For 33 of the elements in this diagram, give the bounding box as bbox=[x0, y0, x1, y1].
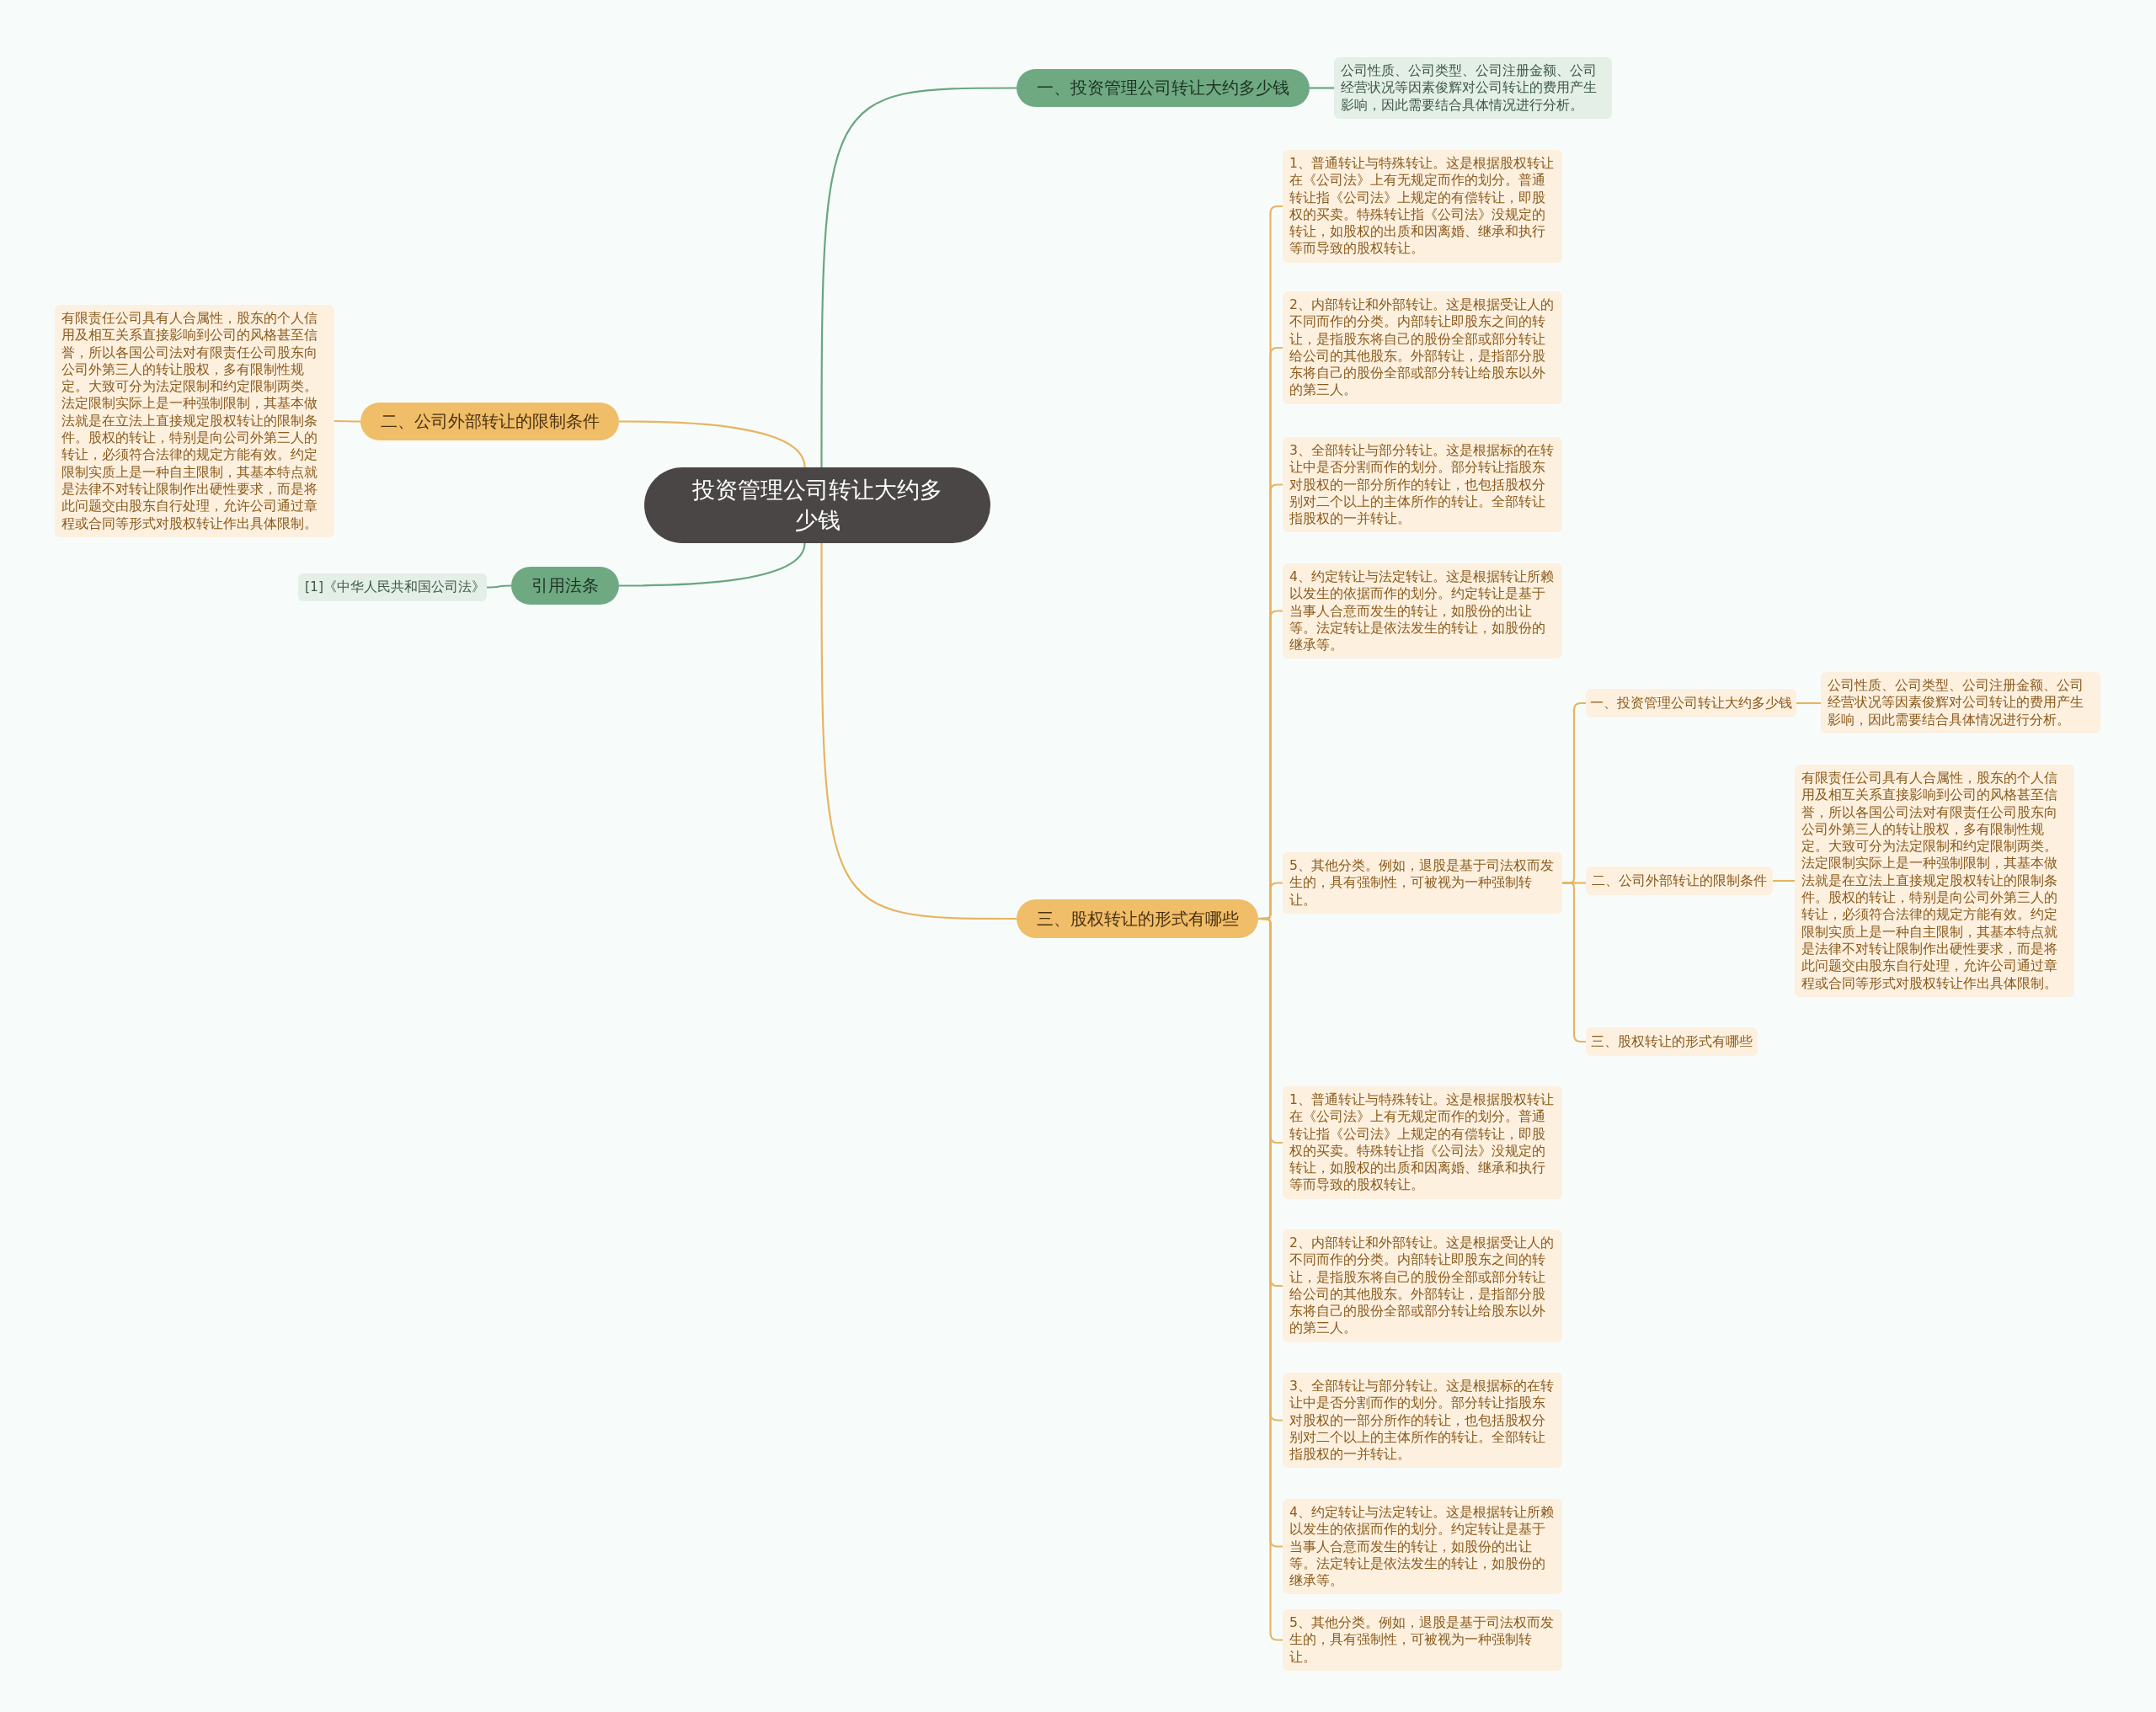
note-box: 5、其他分类。例如，退股是基于司法权而发生的，具有强制性，可被视为一种强制转让。 bbox=[1283, 1609, 1562, 1671]
connector bbox=[1310, 87, 1334, 89]
connector bbox=[820, 543, 1017, 920]
note-box: 4、约定转让与法定转让。这是根据转让所赖以发生的依据而作的划分。约定转让是基于当事人合意而发生的转让，如股份的出让等。法定转让是依法发生的转让，如股份的继承等。 bbox=[1283, 1499, 1562, 1595]
note-box: 公司性质、公司类型、公司注册金额、公司经营状况等因素俊辉对公司转让的费用产生影响，因此需要结合具体情况进行分析。 bbox=[1821, 672, 2100, 733]
note-box: 3、全部转让与部分转让。这是根据标的在转让中是否分割而作的划分。部分转让指股东对股权的一部分所作的转让，也包括股权分别对二个以上的主体所作的转让。全部转让指股权的一并转让。 bbox=[1283, 1373, 1562, 1469]
note-box: 1、普通转让与特殊转让。这是根据股权转让在《公司法》上有无规定而作的划分。普通转让指《公司法》上规定的有偿转让，即股权的买卖。特殊转让指《公司法》没规定的转让，如股权的出质和因离婚、继承和执行等而导致的股权转让。 bbox=[1283, 150, 1562, 263]
note-box: 4、约定转让与法定转让。这是根据转让所赖以发生的依据而作的划分。约定转让是基于当事人合意而发生的转让，如股份的出让等。法定转让是依法发生的转让，如股份的继承等。 bbox=[1283, 563, 1562, 659]
connector bbox=[619, 542, 806, 587]
connector bbox=[619, 420, 806, 468]
note-box: 1、普通转让与特殊转让。这是根据股权转让在《公司法》上有无规定而作的划分。普通转让指《公司法》上规定的有偿转让，即股权的买卖。特殊转让指《公司法》没规定的转让，如股权的出质和因离婚、继承和执行等而导致的股权转让。 bbox=[1283, 1086, 1562, 1199]
topic-pill: 三、股权转让的形式有哪些 bbox=[1017, 899, 1258, 938]
note-box: 3、全部转让与部分转让。这是根据标的在转让中是否分割而作的划分。部分转让指股东对股权的一部分所作的转让，也包括股权分别对二个以上的主体所作的转让。全部转让指股权的一并转让。 bbox=[1283, 437, 1562, 533]
topic-pill: 二、公司外部转让的限制条件 bbox=[360, 403, 619, 440]
connector bbox=[487, 584, 511, 589]
citation-box: [1]《中华人民共和国公司法》 bbox=[298, 573, 487, 601]
subtopic-box: 三、股权转让的形式有哪些 bbox=[1586, 1027, 1758, 1056]
subtopic-box: 二、公司外部转让的限制条件 bbox=[1586, 867, 1773, 895]
note-box: 有限责任公司具有人合属性，股东的个人信用及相互关系直接影响到公司的风格甚至信誉，所以各国公司法对有限责任公司股东向公司外第三人的转让股权，多有限制性规定。大致可分为法定限制和约定限制两类。法定限制实际上是一种强制限制，其基本做法就是在立法上直接规定股权转让的限制条件。股权的转让，特别是向公司外第三人的转让，必须符合法律的规定方能有效。约定限制实质上是一种自主限制，其基本特点就是法律不对转让限制作出硬性要求，而是将此问题交由股东自行处理，允许公司通过章程或合同等形式对股权转让作出具体限制。 bbox=[55, 305, 334, 537]
topic-pill: 引用法条 bbox=[511, 567, 619, 605]
note-box: 公司性质、公司类型、公司注册金额、公司经营状况等因素俊辉对公司转让的费用产生影响，因此需要结合具体情况进行分析。 bbox=[1334, 57, 1612, 119]
note-box: 有限责任公司具有人合属性，股东的个人信用及相互关系直接影响到公司的风格甚至信誉，所以各国公司法对有限责任公司股东向公司外第三人的转让股权，多有限制性规定。大致可分为法定限制和约定限制两类。法定限制实际上是一种强制限制，其基本做法就是在立法上直接规定股权转让的限制条件。股权的转让，特别是向公司外第三人的转让，必须符合法律的规定方能有效。约定限制实质上是一种自主限制，其基本特点就是法律不对转让限制作出硬性要求，而是将此问题交由股东自行处理，允许公司通过章程或合同等形式对股权转让作出具体限制。 bbox=[1795, 765, 2074, 997]
connector bbox=[1773, 879, 1795, 883]
topic-pill: 一、投资管理公司转让大约多少钱 bbox=[1017, 69, 1310, 107]
connector bbox=[820, 87, 1017, 467]
connector bbox=[1257, 917, 1283, 1641]
subtopic-box: 一、投资管理公司转让大约多少钱 bbox=[1586, 689, 1796, 717]
connector bbox=[1796, 701, 1821, 705]
note-box: 2、内部转让和外部转让。这是根据受让人的不同而作的分类。内部转让即股东之间的转让，是指股东将自己的股份全部或部分转让给公司的其他股东。外部转让，是指部分股东将自己的股份全部或部分转让给股东以外的第三人。 bbox=[1283, 1229, 1562, 1342]
note-box: 2、内部转让和外部转让。这是根据受让人的不同而作的分类。内部转让即股东之间的转让，是指股东将自己的股份全部或部分转让给公司的其他股东。外部转让，是指部分股东将自己的股份全部或部分转让给股东以外的第三人。 bbox=[1283, 291, 1562, 404]
connector bbox=[334, 419, 360, 423]
central-topic: 投资管理公司转让大约多少钱 bbox=[644, 467, 990, 543]
note-box: 5、其他分类。例如，退股是基于司法权而发生的，具有强制性，可被视为一种强制转让。 bbox=[1283, 852, 1562, 914]
